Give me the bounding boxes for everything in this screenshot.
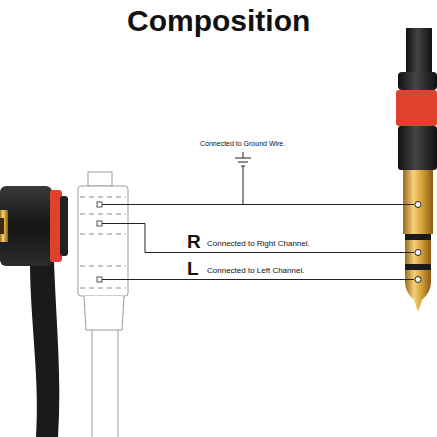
jack-opening [0,218,4,234]
contact-ground [97,202,102,207]
right-channel-wire [102,224,414,253]
wiring [102,166,414,280]
schematic-neck [84,296,124,330]
ground-symbol [235,152,251,166]
wire-note: Connected to Ground Wire. [200,140,285,147]
jack-schematic [78,172,128,437]
jack-gold-socket [0,210,8,242]
contact-right [97,221,102,226]
left-channel-wire [102,279,414,280]
contact-left [97,277,102,282]
channel-letter: R [187,232,201,251]
schematic-socket [88,172,112,186]
plug-boot [398,72,437,90]
plug-red-grip [396,90,437,126]
terminal-dots [415,202,421,283]
diagram-title: Composition [127,6,310,36]
schematic-contacts [80,197,126,288]
plug-sleeve [403,170,433,234]
plug-insulator [405,264,431,270]
trs-plug [396,28,437,312]
wire-note: Connected to Left Channel. [207,267,304,275]
plug-tip [405,270,431,312]
jack-body [0,186,52,266]
jack-cable [30,262,59,437]
schematic-cable [92,330,118,437]
female-jack [0,186,68,437]
wire-note: Connected to Right Channel. [207,240,310,248]
plug-insulator [405,234,431,240]
channel-letter: L [187,259,199,278]
ground-lead [243,166,244,205]
plug-cable [406,28,432,74]
plug-body [398,126,437,170]
jack-strain-relief [60,196,68,256]
ground-wire [102,204,414,205]
